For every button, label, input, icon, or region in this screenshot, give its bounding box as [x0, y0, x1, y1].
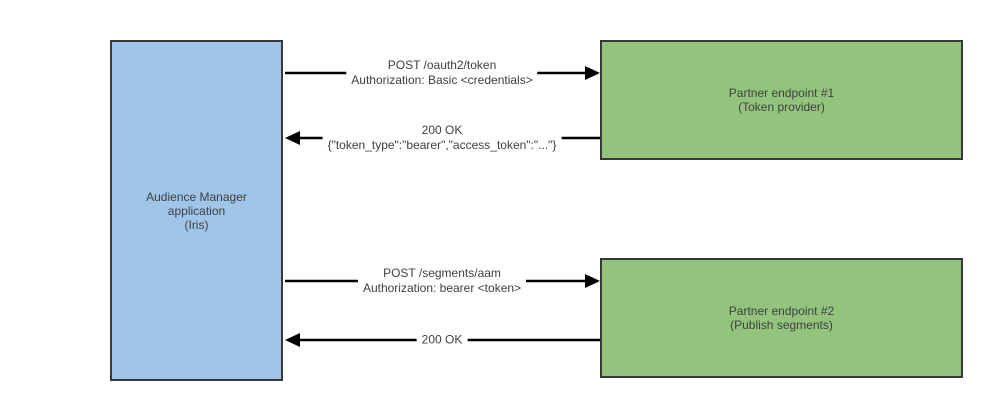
message-label-token-request: POST /oauth2/token Authorization: Basic … [346, 58, 538, 88]
message-label-publish-response: 200 OK [416, 332, 468, 348]
node-partner-endpoint-1-label: Partner endpoint #1 (Token provider) [728, 86, 835, 114]
message-label-token-response: 200 OK {"token_type":"bearer","access_to… [322, 123, 562, 153]
node-audience-manager-label: Audience Manager application (Iris) [146, 189, 247, 232]
arrowhead-left-icon [285, 333, 300, 347]
node-partner-endpoint-1: Partner endpoint #1 (Token provider) [600, 40, 963, 160]
arrowhead-right-icon [585, 274, 600, 288]
node-audience-manager: Audience Manager application (Iris) [110, 40, 283, 381]
message-label-publish-request: POST /segments/aam Authorization: bearer… [357, 266, 527, 296]
node-partner-endpoint-2: Partner endpoint #2 (Publish segments) [600, 258, 963, 378]
arrowhead-left-icon [285, 131, 300, 145]
arrowhead-right-icon [585, 66, 600, 80]
node-partner-endpoint-2-label: Partner endpoint #2 (Publish segments) [728, 304, 835, 332]
